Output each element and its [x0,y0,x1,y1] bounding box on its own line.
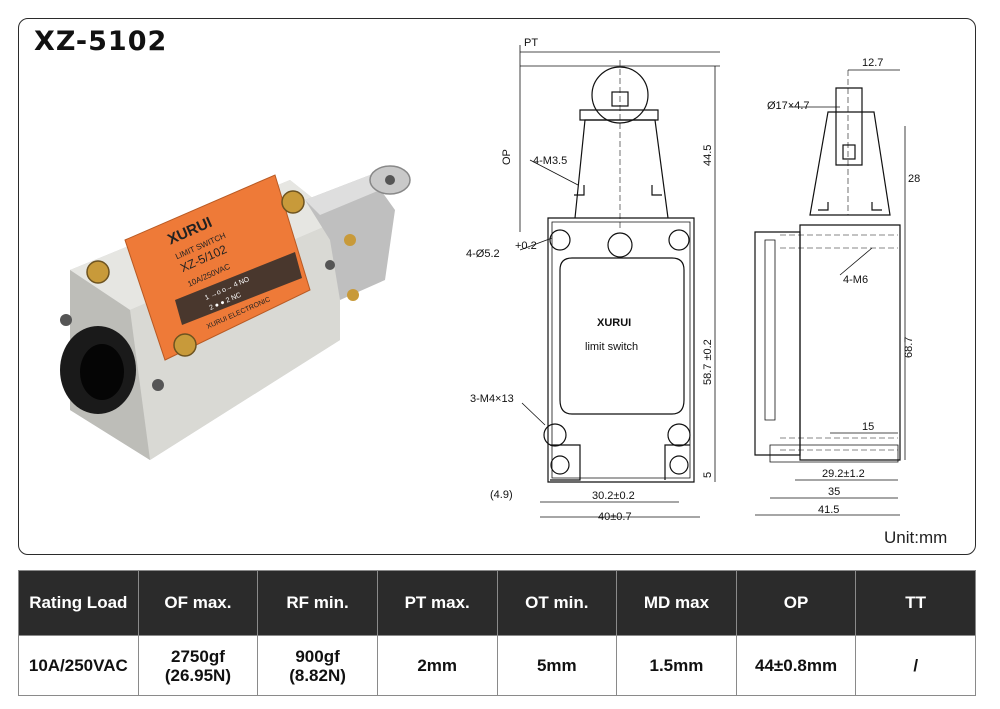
table-row: 10A/250VAC 2750gf(26.95N) 900gf(8.82N) 2… [18,635,976,696]
label-dim-phi17: Ø17×4.7 [767,100,810,112]
page-title: XZ-5102 [34,26,168,57]
product-photo: XURUI LIMIT SWITCH XZ-5/102 10A/250VAC 1… [60,165,411,460]
spec-header-row: Rating Load OF max. RF min. PT max. OT m… [18,570,976,636]
label-dim-28: 28 [908,173,920,185]
label-dim-44-5: 44.5 [702,145,714,166]
header-md-max: MD max [616,570,737,636]
label-dim-12-7: 12.7 [862,57,883,69]
label-dim-5: 5 [702,472,714,478]
label-dim-4-9: (4.9) [490,489,513,501]
label-dim-40: 40±0.7 [598,511,632,523]
header-rf-min: RF min. [257,570,378,636]
cell-rf-min: 900gf(8.82N) [257,635,378,696]
label-m4: 3-M4×13 [470,393,514,405]
cell-md-max: 1.5mm [616,635,737,696]
unit-label: Unit:mm [884,528,948,547]
label-dim-41-5: 41.5 [818,504,839,516]
cell-ot-min: 5mm [496,635,618,696]
cell-of-max: 2750gf(26.95N) [137,635,259,696]
cell-op: 44±0.8mm [735,635,857,696]
header-pt-max: PT max. [376,570,498,636]
label-dim-68-7: 68.7 [903,337,915,358]
technical-drawing: PT OP 4-M3.5 4-Ø5.2 +0.2 44.5 XURUI limi… [466,37,920,523]
label-pt: PT [524,37,538,49]
label-dim-29-2: 29.2±1.2 [822,468,865,480]
header-of-max: OF max. [137,570,259,636]
label-m6: 4-M6 [843,274,868,286]
label-op: OP [501,149,513,165]
label-hole-tol: +0.2 [515,240,537,252]
label-dim-35: 35 [828,486,840,498]
cell-rating-load: 10A/250VAC [18,635,139,696]
cell-pt-max: 2mm [376,635,498,696]
header-op: OP [735,570,857,636]
header-rating-load: Rating Load [18,570,139,636]
label-dim-15: 15 [862,421,874,433]
front-logo: XURUI [597,317,631,329]
cell-tt: / [855,635,976,696]
header-tt: TT [855,570,976,636]
label-hole: 4-Ø5.2 [466,248,500,260]
label-dim-30-2: 30.2±0.2 [592,490,635,502]
label-m35: 4-M3.5 [533,155,567,167]
spec-table: Rating Load OF max. RF min. PT max. OT m… [18,570,976,696]
label-dim-58-7: 58.7 ±0.2 [702,339,714,385]
front-caption: limit switch [585,341,638,353]
header-ot-min: OT min. [496,570,618,636]
